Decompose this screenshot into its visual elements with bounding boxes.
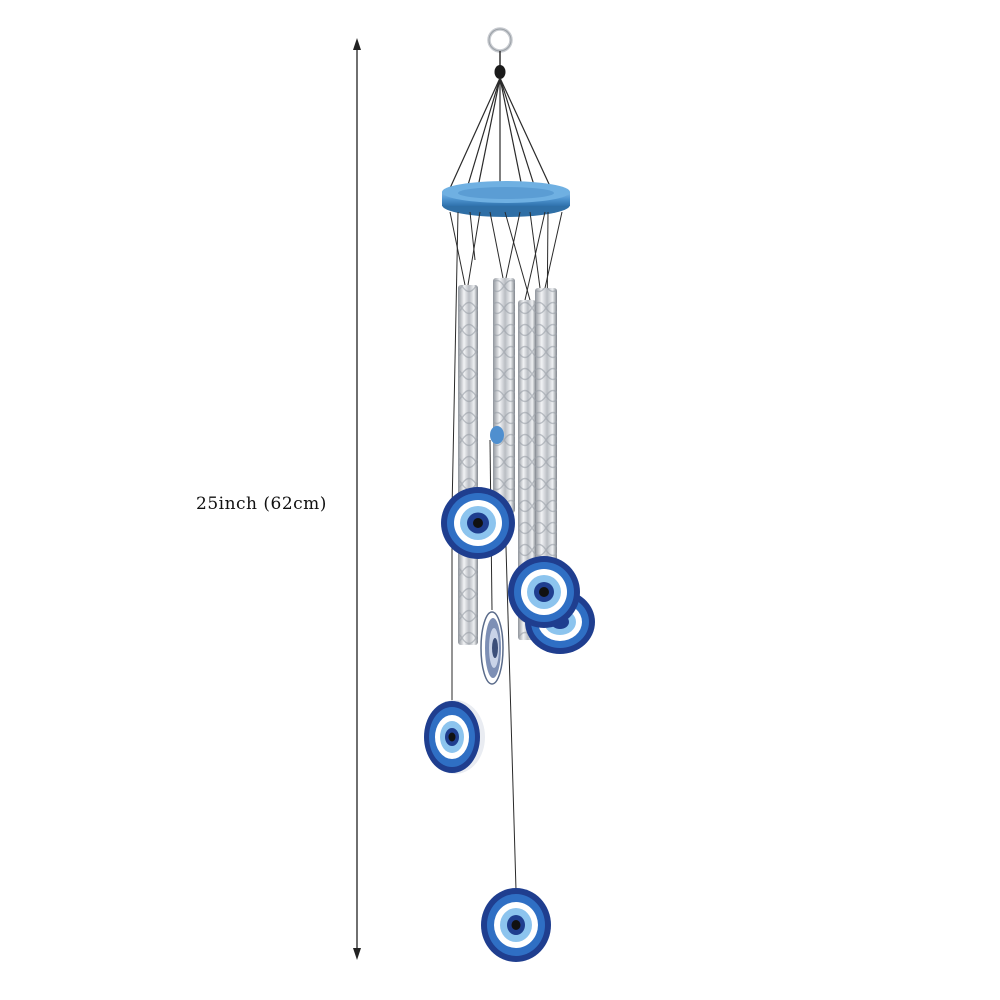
chime-tube [535, 288, 557, 568]
wind-catcher-disc [480, 611, 504, 685]
chime-tube [493, 278, 515, 513]
evil-eye-charm [424, 700, 485, 774]
measure-arrow-icon [353, 38, 361, 960]
chime-tube [518, 300, 536, 640]
chime-tube [458, 285, 478, 645]
evil-eye-charm [481, 888, 551, 962]
striker-bead [490, 426, 504, 444]
suspension-cords [445, 77, 556, 198]
evil-eye-charm [508, 556, 580, 628]
hanging-ring-icon [487, 27, 513, 79]
evil-eye-charm [441, 487, 515, 559]
tube-cords [449, 211, 563, 561]
dimension-label: 25inch (62cm) [196, 494, 327, 514]
top-ring [442, 181, 570, 217]
